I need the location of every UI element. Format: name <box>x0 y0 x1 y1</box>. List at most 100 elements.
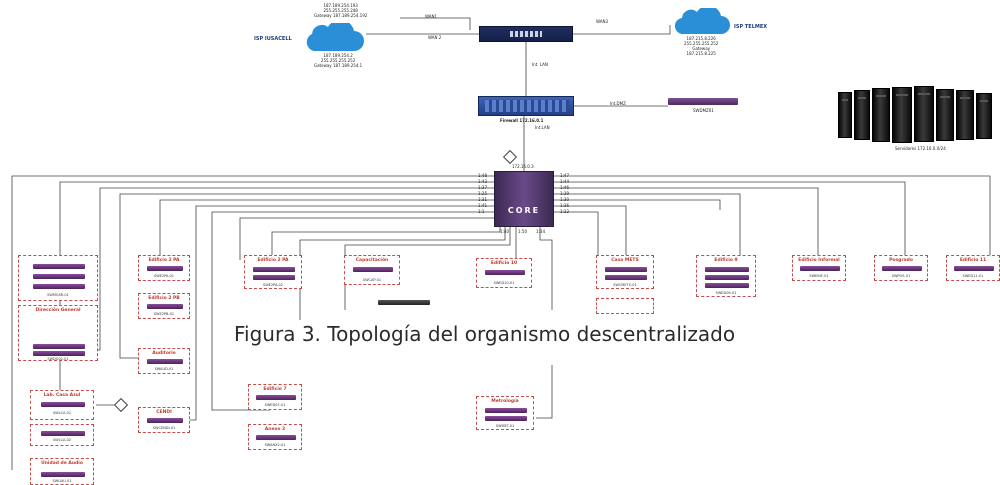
server-rack <box>854 90 870 140</box>
core-port-bottom: 1:50 <box>518 229 527 234</box>
switch-icon <box>253 267 295 272</box>
switch-label: SWMGSR-01 <box>47 293 69 297</box>
switch-icon <box>605 275 647 280</box>
site-box: Posgrado SWPOS-01 <box>874 255 928 281</box>
site-box: Edificio 11 SWED11-01 <box>946 255 1000 281</box>
site-title: Edificio 2 PA <box>148 258 180 263</box>
dmz-switch <box>668 98 738 105</box>
core-port-right: 1:47 <box>560 173 569 178</box>
site-title: Edificio 7 <box>263 387 287 392</box>
isp-right-below-line: 187.215.8.225 <box>686 51 716 56</box>
site-box: Metrología SWMET-01 <box>476 396 534 430</box>
router-device <box>479 26 573 42</box>
switch-label: SWDG02-01 <box>47 357 69 361</box>
switch-icon <box>882 266 922 271</box>
site-box: Unidad de Audio SWUAU-01 <box>30 458 94 485</box>
core-port-right: 1:46 <box>560 185 569 190</box>
isp-left-above-line: Gateway 187.189.254.192 <box>314 13 368 18</box>
isp-left-above-line: 187.189.254.193 <box>323 3 358 8</box>
switch-label: SWED07-01 <box>264 403 286 407</box>
site-box: Edificio 2 PA SWE2PA-01 <box>138 255 190 281</box>
site-box: Edificio 10 SWED10-01 <box>476 258 532 288</box>
site-box: Edificio 9 SWED09-01 <box>696 255 756 297</box>
site-box: Lab. Casa Azul SWLCA-01 <box>30 390 94 420</box>
link-label: WAN 2 <box>428 35 442 40</box>
switch-icon <box>147 418 183 423</box>
site-title: Edificio 11 <box>959 258 987 263</box>
switch-icon <box>41 402 85 407</box>
site-title: Edificio 2 PA <box>257 258 289 263</box>
isp-left-name: ISP IUSACELL <box>254 36 292 42</box>
switch-icon <box>33 274 85 279</box>
isp-left-below-line: Gateway 187.189.254.1 <box>314 63 363 68</box>
core-port-bottom: 1:40 <box>500 229 509 234</box>
site-box: Edificio Informal SWEINF-01 <box>792 255 846 281</box>
switch-label: SWANX2-01 <box>264 443 286 447</box>
site-title: Anexo 2 <box>264 427 286 432</box>
firewall-sublabel: Int.LAN <box>535 125 550 130</box>
switch-label: SWAUD-01 <box>154 367 174 371</box>
link-label: Int. LAN <box>532 62 548 67</box>
switch-icon <box>485 416 527 421</box>
core-port-right: 1:30 <box>560 197 569 202</box>
switch-icon <box>147 304 183 309</box>
site-box: SWLCA-02 <box>30 424 94 446</box>
site-title: Lab. Casa Azul <box>43 393 81 398</box>
core-port-right: 1:39 <box>560 191 569 196</box>
isp-right-below-line: Gateway <box>692 46 711 51</box>
core-port-right: 1:36 <box>560 203 569 208</box>
switch-icon <box>485 270 525 275</box>
site-title: Auditorio <box>152 351 176 356</box>
switch-label: SWE2PA-01 <box>153 274 175 278</box>
site-box <box>596 298 654 314</box>
switch-icon <box>147 266 183 271</box>
core-label: CORE <box>507 206 541 215</box>
switch-icon <box>800 266 840 271</box>
site-title: Edificio 10 <box>490 261 518 266</box>
switch-label: SWE2PB-01 <box>153 312 175 316</box>
site-box: Casa METS SWCMETS-01 <box>596 255 654 289</box>
switch-icon <box>41 472 85 477</box>
switch-icon <box>33 264 85 269</box>
server-rack <box>914 86 934 142</box>
cloud-icon-isp-left <box>306 23 364 51</box>
switch-label: SWEINF-01 <box>809 274 829 278</box>
server-label: Servidores 172.16.0.X/24 <box>895 146 946 151</box>
switch-label: SWCENDI-01 <box>152 426 176 430</box>
site-box: SWMGSR-01 <box>18 255 98 301</box>
site-title: Capacitación <box>355 258 389 263</box>
isp-right-name: ISP TELMEX <box>734 24 768 30</box>
server-rack <box>936 89 954 141</box>
core-switch: CORE <box>494 171 554 227</box>
switch-icon <box>147 359 183 364</box>
switch-label: SWPOS-01 <box>891 274 911 278</box>
switch-icon <box>256 395 296 400</box>
core-port-left: 1:1 <box>478 209 485 214</box>
core-port-left: 1:37 <box>478 185 487 190</box>
switch-label: SWED09-01 <box>715 291 737 295</box>
site-box: Anexo 2 SWANX2-01 <box>248 424 302 450</box>
site-box: Capacitación SWCAP-01 <box>344 255 400 285</box>
switch-label: SWED10-01 <box>493 281 515 285</box>
isp-right-below: 187.215.8.226 255.255.255.252 Gateway 18… <box>684 36 718 56</box>
server-rack <box>838 92 852 138</box>
switch-icon <box>353 267 393 272</box>
link-label: WAN1 <box>425 14 438 19</box>
server-rack <box>976 93 992 139</box>
core-port-left: 1:25 <box>478 191 487 196</box>
core-port-right: 1:22 <box>560 209 569 214</box>
site-box: Edificio 2 PA SWE2PA-02 <box>244 255 302 289</box>
server-rack <box>872 88 890 142</box>
site-title: Dirección General <box>35 308 81 313</box>
switch-label: SWCMETS-01 <box>613 283 637 287</box>
server-rack <box>892 87 912 143</box>
switch-label: SWMET-01 <box>495 424 515 428</box>
site-title: Edificio 9 <box>714 258 738 263</box>
switch-icon <box>954 266 994 271</box>
site-title: Edificio Informal <box>798 258 840 263</box>
dmz-switch-label: SWDMZ01 <box>693 108 714 113</box>
site-title: Edificio 2 PB <box>148 296 180 301</box>
switch-icon <box>256 435 296 440</box>
isp-left-below: 187.189.254.2 255.255.255.252 Gateway 18… <box>314 53 362 68</box>
